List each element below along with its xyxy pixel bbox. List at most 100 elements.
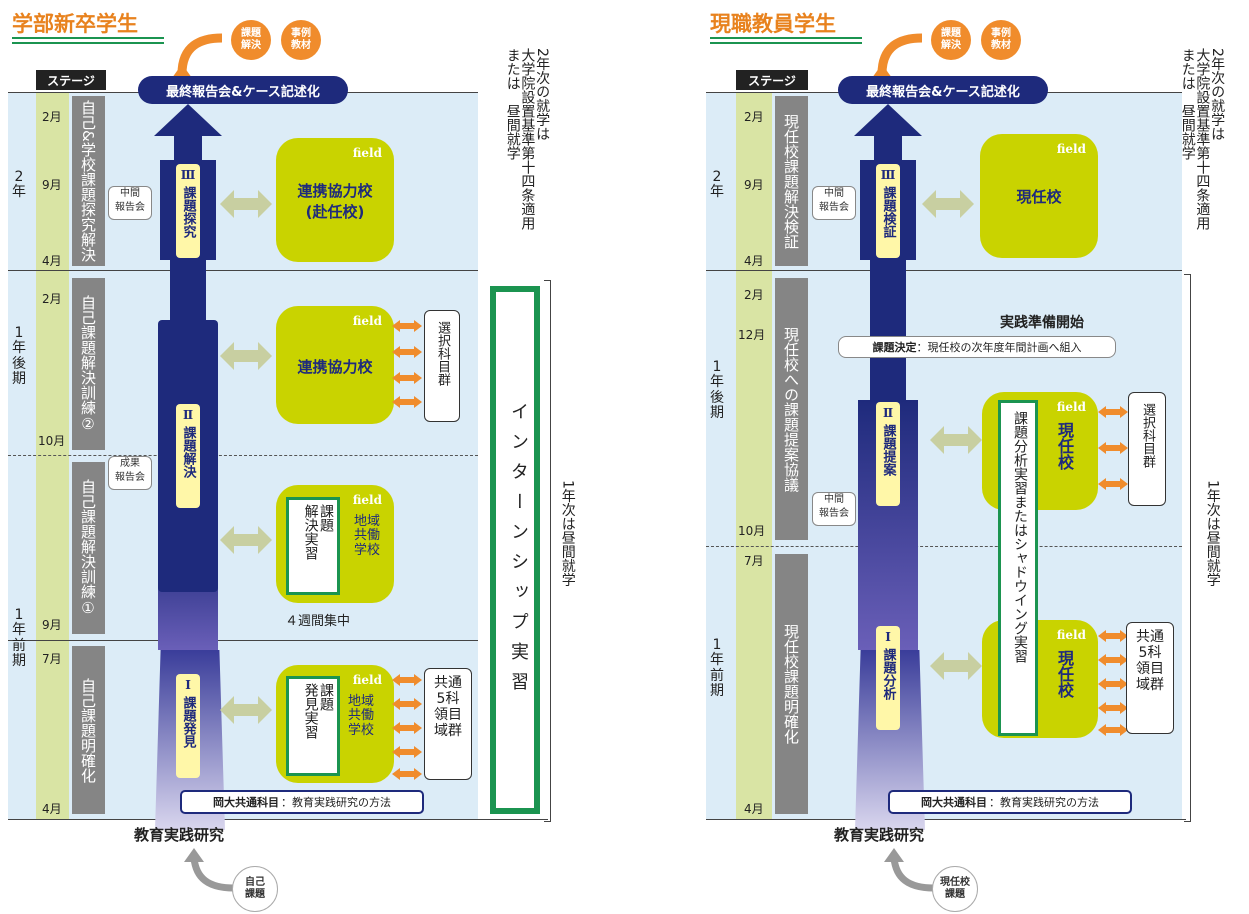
divider (8, 270, 478, 271)
phase-2: Ⅱ 課題解決 (176, 404, 200, 508)
circle-problem-solving: 課題 解決 (931, 20, 971, 60)
shadowing-box: 課題分析実習またはシャドウイング実習 (998, 400, 1038, 736)
practice-box: 課題 解決実習 (286, 497, 340, 595)
side-note-year1: 1年次は昼間就学 (559, 480, 576, 587)
bracket (544, 280, 551, 822)
year-label: 1 年 前 期 (710, 637, 724, 700)
current-school-issue-circle: 現任校 課題 (932, 866, 978, 912)
left-title: 学部新卒学生 (12, 12, 138, 36)
month-label: 7月 (744, 554, 764, 568)
right-month-strip (736, 92, 772, 819)
month-label: 9月 (42, 178, 62, 192)
orange-arrows-icon (392, 320, 422, 408)
self-issue-circle: 自己 課題 (232, 866, 278, 912)
month-label: 10月 (38, 434, 66, 448)
result-report-box: 成果 報告会 (108, 456, 152, 490)
circle-case-material: 事例 教材 (281, 20, 321, 60)
elective-box: 選択科目群 (424, 310, 460, 422)
month-label: 2月 (744, 110, 764, 124)
common-course-bar: 岡大共通科目：教育実践研究の方法 (180, 790, 424, 814)
stage-bar: 自己課題解決訓練① (72, 462, 105, 634)
orange-arrows-icon (1098, 406, 1128, 490)
mid-report-box: 中間 報告会 (812, 492, 856, 526)
left-title-rule-2 (12, 42, 164, 44)
divider (8, 819, 548, 820)
four-week-label: ４週間集中 (285, 614, 351, 629)
curved-arrow-up-icon (184, 848, 235, 892)
stage-bar: 自己課題解決訓練② (72, 278, 105, 450)
up-arrow-icon (154, 104, 222, 162)
phase-3: Ⅲ 課題検証 (876, 164, 900, 258)
month-label: 9月 (744, 178, 764, 192)
field-partner-school: field 連携協力校 (赴任校) (276, 138, 394, 262)
month-label: 2月 (42, 292, 62, 306)
right-title-rule (710, 37, 862, 39)
curved-arrow-up-icon (884, 848, 935, 892)
phase-3: Ⅲ 課題探究 (176, 164, 200, 258)
month-label: 4月 (42, 254, 62, 268)
orange-arrows-icon (392, 674, 422, 780)
decision-box: 課題決定：現任校の次年度年間計画へ組入 (838, 336, 1116, 358)
field-partner-school: field 連携協力校 (276, 306, 394, 424)
year-label: 1 年 前 期 (12, 607, 26, 670)
orange-arrows-icon (1098, 630, 1128, 736)
final-report-pill: 最終報告会&ケース記述化 (838, 76, 1048, 104)
phase-1: Ⅰ 課題分析 (876, 626, 900, 730)
bottom-label: 教育実践研究 (134, 826, 225, 844)
mid-report-box: 中間 報告会 (108, 186, 152, 220)
curved-arrow-icon (872, 33, 923, 78)
month-label: 4月 (744, 802, 764, 816)
column-section (870, 260, 906, 400)
month-label: 7月 (42, 652, 62, 666)
stage-bar: 自己&学校課題探究解決 (72, 96, 105, 266)
final-report-pill: 最終報告会&ケース記述化 (138, 76, 348, 104)
circle-case-material: 事例 教材 (981, 20, 1021, 60)
stage-bar: 現任校課題明確化 (775, 554, 808, 814)
double-arrow-icon (930, 652, 982, 680)
bracket (1184, 274, 1191, 822)
month-label: 9月 (42, 618, 62, 632)
month-label: 12月 (738, 328, 766, 342)
circle-problem-solving: 課題 解決 (231, 20, 271, 60)
right-title: 現職教員学生 (710, 12, 836, 36)
double-arrow-icon (922, 190, 974, 218)
side-note-year1: 1年次は昼間就学 (1204, 480, 1221, 587)
internship-box: インターンシップ実習 (490, 286, 540, 814)
common-5-box: 共通 5科 領目 域群 (424, 668, 472, 780)
double-arrow-icon (930, 426, 982, 454)
divider-dashed (706, 546, 1182, 547)
side-note-year2: 2年次の就学は 大学院設置基準第十四条適用 または 昼間就学 (504, 48, 551, 230)
divider-dashed (8, 455, 478, 456)
year-label: 1 年 後 期 (710, 359, 724, 422)
month-label: 10月 (738, 524, 766, 538)
stage-bar: 現任校への課題提案協議 (775, 278, 808, 540)
month-label: 2月 (744, 288, 764, 302)
double-arrow-icon (220, 190, 272, 218)
phase-2: Ⅱ 課題提案 (876, 402, 900, 506)
year-label: 2 年 (12, 169, 26, 201)
common-5-box: 共通 5科 領目 域群 (1126, 622, 1174, 734)
double-arrow-icon (220, 526, 272, 554)
right-stage-header: ステージ (736, 70, 808, 90)
divider (706, 819, 1186, 820)
stage-bar: 自己課題明確化 (72, 646, 105, 814)
year-label: 1 年 後 期 (12, 325, 26, 388)
month-label: 4月 (42, 802, 62, 816)
stage-bar: 現任校課題解決検証 (775, 96, 808, 266)
right-title-rule-2 (710, 42, 862, 44)
curved-arrow-icon (172, 33, 223, 78)
year-label: 2 年 (710, 169, 724, 201)
month-label: 4月 (744, 254, 764, 268)
field-current-school: field 現任校 (980, 134, 1098, 258)
divider (8, 640, 478, 641)
column-section (170, 260, 206, 322)
up-arrow-icon (854, 104, 922, 162)
phase-1: Ⅰ 課題発見 (176, 674, 200, 778)
left-title-rule (12, 37, 164, 39)
divider (706, 270, 1182, 271)
elective-box: 選択科目群 (1128, 392, 1166, 506)
common-course-bar: 岡大共通科目：教育実践研究の方法 (888, 790, 1132, 814)
double-arrow-icon (220, 696, 272, 724)
side-note-year2: 2年次の就学は 大学院設置基準第十四条適用 または 昼間就学 (1179, 48, 1226, 230)
month-label: 2月 (42, 110, 62, 124)
